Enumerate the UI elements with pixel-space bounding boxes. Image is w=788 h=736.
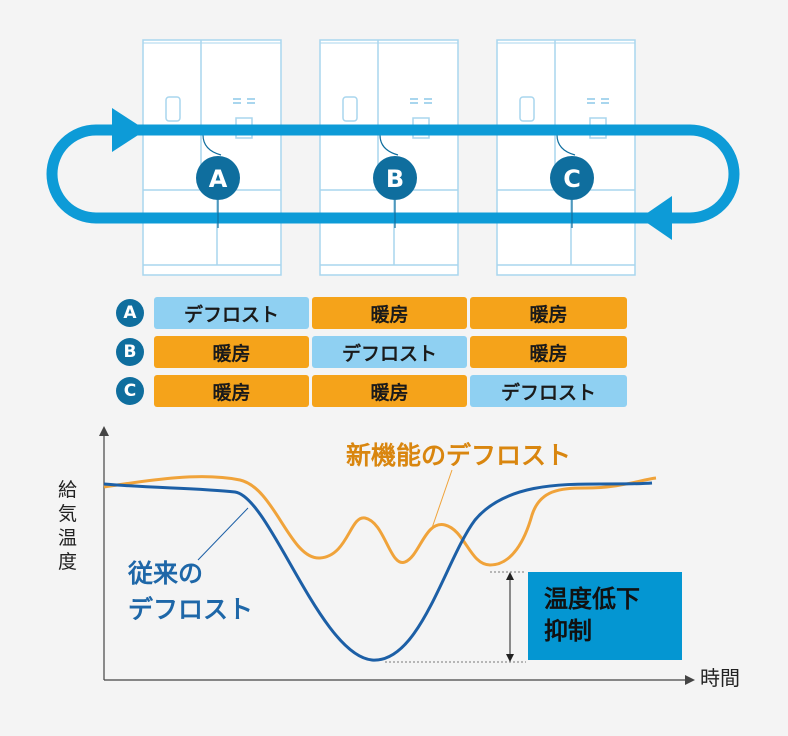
new-defrost-curve (103, 475, 657, 567)
schedule-cell-c2: 暖房 (312, 375, 467, 407)
old-label-leader (197, 507, 249, 561)
fridge-badge-c: C (550, 156, 594, 228)
old-defrost-curve (103, 481, 653, 662)
schedule-cell-a3: 暖房 (470, 297, 627, 329)
loop-arrowhead-right (112, 108, 146, 152)
fridge-badge-b: B (373, 156, 417, 228)
schedule-row-badge-c: C (116, 377, 144, 405)
schedule-cell-b3: 暖房 (470, 336, 627, 368)
old-defrost-label-line2: デフロスト (128, 595, 254, 624)
y-axis-arrow (99, 426, 109, 436)
fridge-badge-c-label: C (563, 165, 581, 193)
suppression-box (528, 572, 682, 660)
suppression-arrowhead-down (506, 654, 514, 662)
y-axis-label: 給気温度 (58, 479, 78, 573)
circulation-loop (46, 124, 740, 224)
suppression-label-line2: 抑制 (544, 617, 592, 645)
loop-arrowhead-left (640, 196, 672, 240)
schedule-row-badge-a: A (116, 299, 144, 327)
old-defrost-label-line1: 従来の (128, 559, 204, 588)
schedule-cell-a1: デフロスト (154, 297, 309, 329)
schedule-cell-b1: 暖房 (154, 336, 309, 368)
x-axis-label: 時間 (700, 666, 740, 690)
schedule-row-badge-b: B (116, 338, 144, 366)
new-defrost-label: 新機能のデフロスト (346, 441, 572, 470)
graph-axes (103, 432, 688, 681)
schedule-cell-c3: デフロスト (470, 375, 627, 407)
old-defrost-label: 従来の デフロスト (128, 556, 253, 628)
fridge-badge-b-label: B (386, 165, 404, 193)
suppression-label: 温度低下 抑制 (544, 583, 640, 647)
fridge-badge-a-label: A (209, 165, 228, 193)
schedule-cell-a2: 暖房 (312, 297, 467, 329)
suppression-label-line1: 温度低下 (544, 585, 640, 613)
x-axis-arrow (685, 675, 695, 685)
fridge-badge-a: A (196, 156, 240, 228)
suppression-arrowhead-up (506, 572, 514, 580)
schedule-cell-b2: デフロスト (312, 336, 467, 368)
schedule-cell-c1: 暖房 (154, 375, 309, 407)
new-label-leader (431, 469, 453, 529)
